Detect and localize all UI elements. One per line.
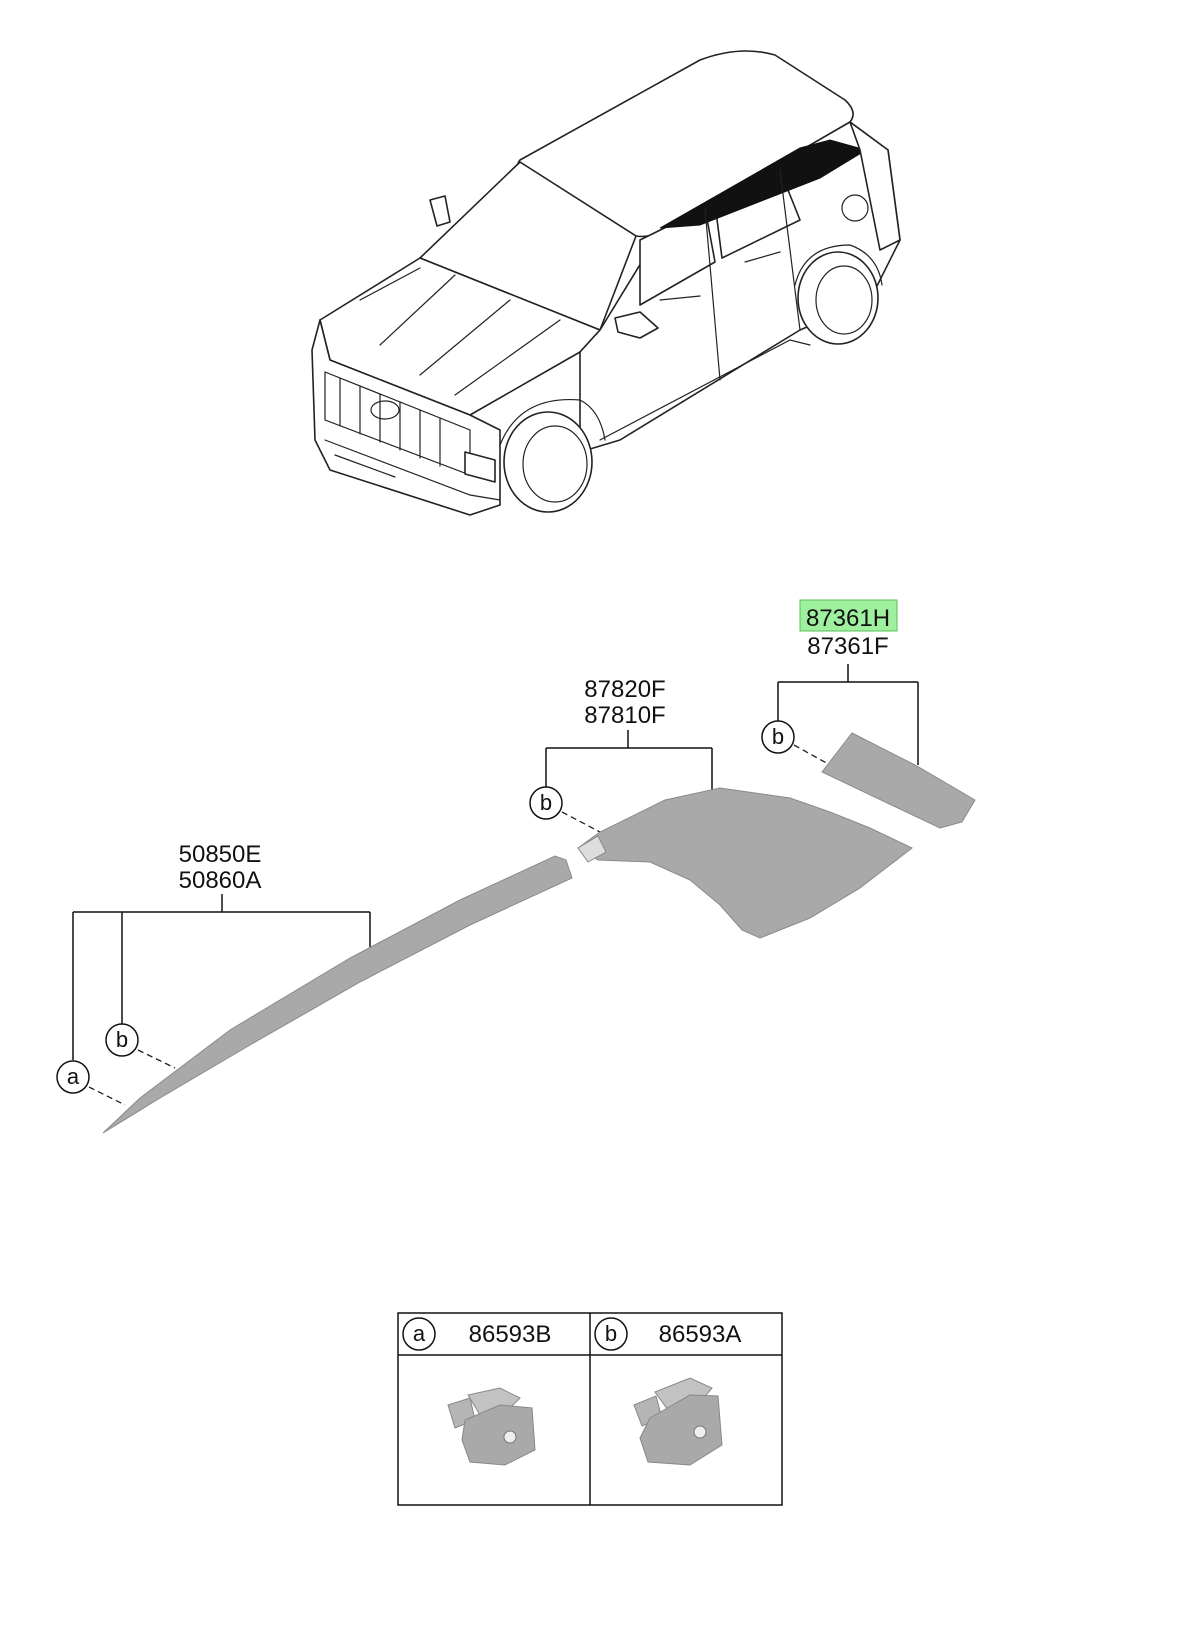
rail-rear-code-2[interactable]: 87361F [807,633,888,660]
rail-front-code-2[interactable]: 50860A [179,867,262,894]
legend-cell-b[interactable]: b 86593A [594,1317,742,1466]
clip-b-illustration [633,1377,723,1466]
vehicle-illustration [311,50,901,516]
clip-b-marker [105,1023,139,1057]
rail-front-part [102,855,573,1134]
clip-b-marker [761,720,795,754]
clip-legend-table: a 86593B b 86593A [397,1312,783,1506]
callout-rail-center: 87820F 87810F b [529,676,713,833]
rail-center-code-1[interactable]: 87820F [584,676,665,703]
callout-rail-rear: 87361H 87361F b [761,599,919,766]
rail-center-part [577,787,913,939]
legend-cell-a[interactable]: a 86593B [402,1317,552,1466]
legend-b-code[interactable]: 86593A [659,1321,742,1348]
legend-b-marker [594,1317,628,1351]
legend-a-marker [402,1317,436,1351]
rail-rear-part [821,732,976,829]
rail-center-code-2[interactable]: 87810F [584,702,665,729]
clip-a-marker [56,1060,90,1094]
rail-front-code-1[interactable]: 50850E [179,841,262,868]
highlight-box [799,599,898,632]
clip-b-letter: b [116,1027,128,1052]
clip-a-illustration [447,1387,536,1466]
callout-rail-front: 50850E 50860A b a [56,841,371,1106]
rail-rear-code-1[interactable]: 87361H [806,605,890,632]
clip-b-letter: b [540,790,552,815]
legend-b-letter: b [605,1321,617,1346]
clip-a-letter: a [67,1064,80,1089]
clip-b-marker [529,786,563,820]
clip-b-letter: b [772,724,784,749]
legend-a-letter: a [413,1321,426,1346]
legend-a-code[interactable]: 86593B [469,1321,552,1348]
